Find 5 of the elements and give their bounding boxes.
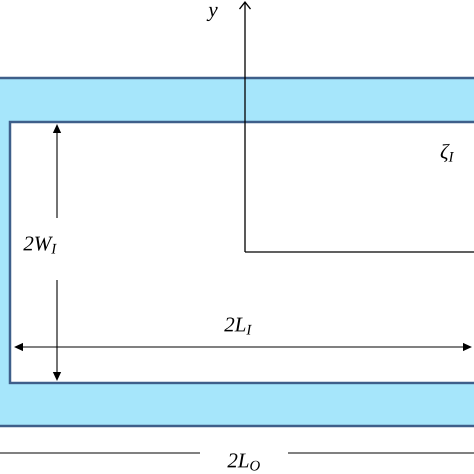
dimension-label: 2L$_{O}$ — [227, 453, 260, 471]
dimension-label: ζ$_{I}$ — [440, 144, 454, 162]
dimension-label: 2W$_{I}$ — [23, 236, 57, 254]
dimension-label: y — [206, 6, 218, 22]
dimension-label: 2L$_{I}$ — [224, 318, 252, 334]
